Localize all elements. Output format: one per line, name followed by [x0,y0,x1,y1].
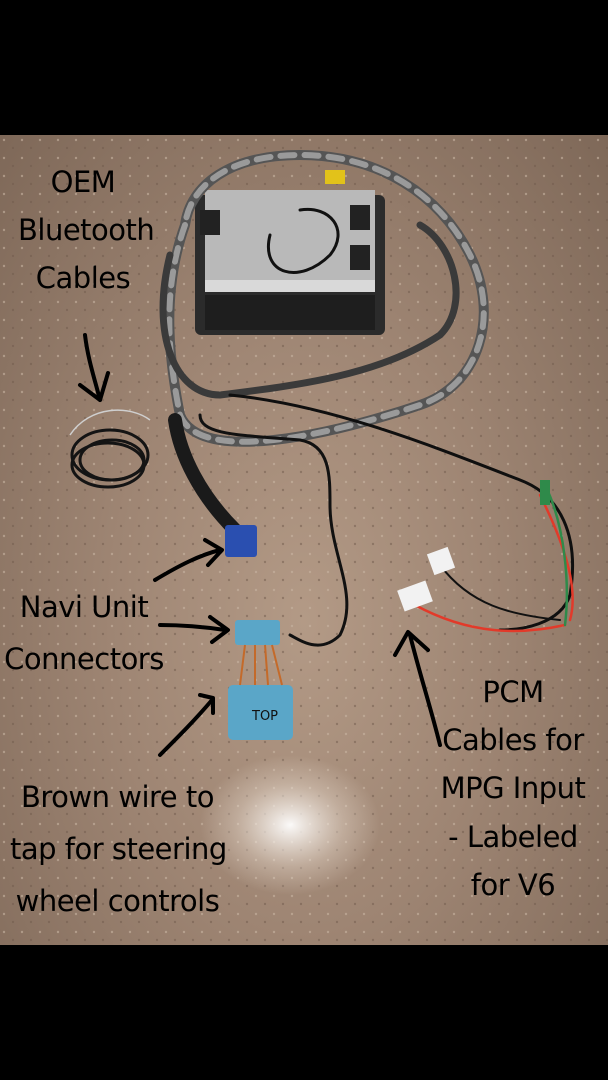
annotation-arrows [78,333,442,757]
arrow-navi-1 [153,538,224,582]
label-line: tap for steering [10,832,227,867]
photo-illustration: TOP [0,135,608,945]
label-line: MPG Input [440,771,586,806]
label-line: wheel controls [15,884,220,919]
label-line: Navi Unit [19,590,149,624]
label-line: Connectors [4,642,164,677]
label-line: OEM [50,165,116,199]
label-line: for V6 [470,867,556,902]
wire-harness [159,149,489,447]
bluetooth-cable-coil [69,409,151,489]
label-line: Bluetooth [18,213,155,248]
arrow-pcm [393,630,442,747]
navi-unit-device [195,170,385,335]
label-line: PCM [482,675,544,709]
label-navi-unit: Navi Unit Connectors [4,590,164,676]
label-line: Brown wire to [21,780,214,814]
pcm-cables [397,480,574,633]
label-line: Cables for [442,723,584,758]
arrow-navi-2 [158,615,230,644]
label-pcm: PCM Cables for MPG Input - Labeled for V… [428,675,598,902]
arrow-navi-3 [158,693,215,757]
navi-blue-connectors: TOP [225,525,293,740]
arrow-bluetooth [78,333,110,402]
top-black-bar [0,0,608,135]
photo: TOP OEM Bluetooth Cables Navi Unit Conne… [0,135,608,945]
connector-top-label: TOP [251,709,278,724]
bottom-black-bar [0,945,608,1080]
label-line: - Labeled [448,819,578,854]
label-oem-bluetooth: OEM Bluetooth Cables [18,165,155,296]
label-brown-wire: Brown wire to tap for steering wheel con… [10,780,227,919]
light-glare [200,755,380,895]
label-line: Cables [35,261,131,296]
